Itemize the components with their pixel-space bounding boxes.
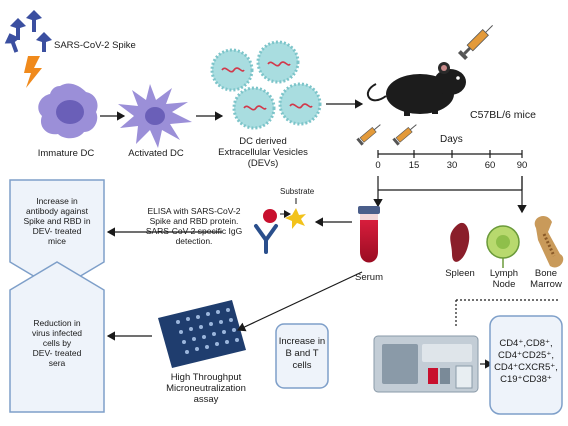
activated-dc-label: Activated DC <box>128 148 184 159</box>
syringe-icon <box>457 25 493 61</box>
bone-marrow-icon <box>534 215 564 268</box>
mouse-icon <box>366 62 466 116</box>
markers-panel <box>489 315 563 415</box>
timeline-tick-60: 60 <box>484 160 496 171</box>
substrate-label: Substrate <box>280 187 315 196</box>
timeline-tick-0: 0 <box>375 160 381 171</box>
timeline-tick-30: 30 <box>446 160 458 171</box>
timeline-tick-90: 90 <box>516 160 528 171</box>
immature-dc-label: Immature DC <box>37 148 95 159</box>
injection-syringe-day15-icon <box>392 124 417 146</box>
injection-syringe-day0-icon <box>356 124 381 146</box>
bone-marrow-label: Bone Marrow <box>530 268 562 290</box>
increase-bt-panel <box>275 323 329 389</box>
spike-protein-icon <box>4 10 52 53</box>
virus-result-text: Reduction in virus infected cells by DEV… <box>31 318 83 368</box>
serum-label: Serum <box>355 272 383 283</box>
mice-label: C57BL/6 mice <box>470 109 536 121</box>
substrate-star-icon <box>285 208 306 229</box>
markers-text: CD4⁺,CD8⁺, CD4⁺CD25⁺, CD4⁺CXCR5⁺, C19⁺CD… <box>494 338 558 385</box>
activated-dc-icon <box>118 84 192 148</box>
lymph-node-label: Lymph Node <box>489 268 519 290</box>
antigen-icon <box>263 209 277 223</box>
immature-dc-icon <box>38 83 98 139</box>
devs-label: DC derived Extracellular Vesicles (DEVs) <box>218 136 308 169</box>
antibody-result-text: Increase in antibody against Spike and R… <box>23 196 91 246</box>
arrow-serum-to-plate <box>236 271 363 332</box>
spike-label: SARS-CoV-2 Spike <box>54 40 136 51</box>
days-label: Days <box>440 134 463 145</box>
microneutralization-label: High Throughput Microneutralization assa… <box>166 372 246 405</box>
antibody-icon <box>254 224 278 254</box>
serum-tube-icon <box>358 206 380 263</box>
spleen-label: Spleen <box>445 268 475 279</box>
flow-cytometer-icon <box>373 335 479 393</box>
microplate-icon <box>158 300 246 368</box>
virus-result-panel <box>9 261 105 413</box>
increase-bt-text: Increase in B and T cells <box>278 336 326 371</box>
elisa-label: ELISA with SARS-CoV-2 Spike and RBD prot… <box>145 206 243 246</box>
extracellular-vesicles-icon <box>210 40 322 130</box>
timeline-tick-15: 15 <box>408 160 420 171</box>
lymph-node-icon <box>486 225 520 268</box>
activation-bolt-icon <box>24 56 42 88</box>
spleen-icon <box>450 222 470 262</box>
